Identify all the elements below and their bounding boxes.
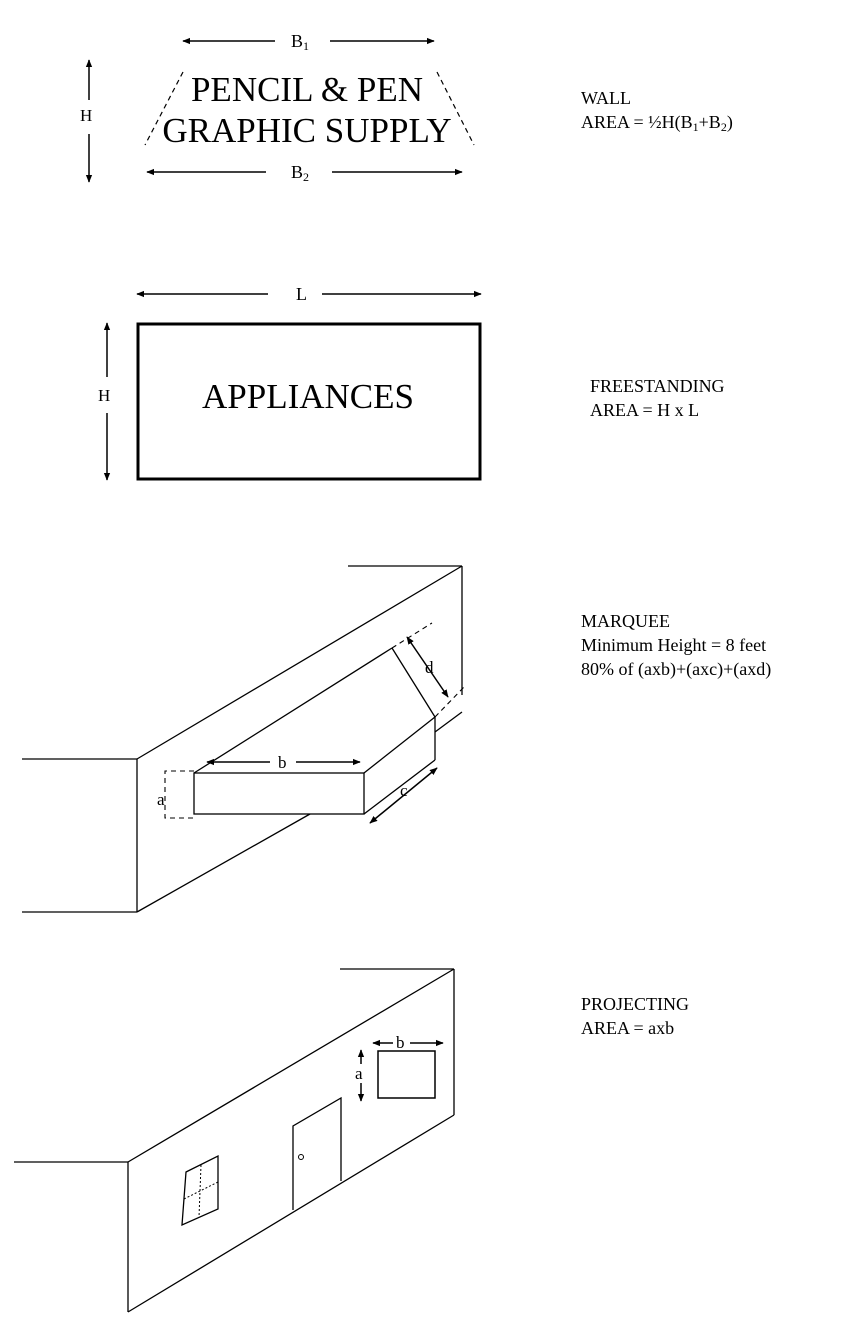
projecting-formula: AREA = axb bbox=[581, 1018, 675, 1038]
marquee-d-arrow bbox=[406, 636, 449, 698]
marquee-top-right-edge bbox=[363, 716, 436, 774]
freestanding-h-label: H bbox=[98, 386, 110, 405]
marquee-d-ext-top bbox=[391, 622, 433, 649]
projecting-window bbox=[181, 1154, 219, 1227]
wall-description: WALL AREA = ½H(B1+B2) bbox=[581, 86, 733, 139]
projecting-title: PROJECTING bbox=[581, 994, 690, 1014]
marquee-sign-diagram: a b c d bbox=[22, 565, 466, 913]
wall-sign-line1: PENCIL & PEN bbox=[191, 70, 423, 109]
freestanding-sign-diagram: L H APPLIANCES bbox=[98, 284, 482, 481]
marquee-c-label: c bbox=[400, 781, 408, 800]
wall-trapezoid-left-edge bbox=[144, 71, 184, 146]
marquee-b-label: b bbox=[278, 753, 287, 772]
projecting-description: PROJECTING AREA = axb bbox=[581, 992, 689, 1040]
marquee-top-back-edge bbox=[193, 647, 393, 774]
wall-formula: AREA = ½H(B1+B2) bbox=[581, 112, 733, 134]
projecting-sign-diagram: b a bbox=[14, 968, 455, 1313]
marquee-front-face bbox=[193, 772, 365, 815]
freestanding-description: FREESTANDING AREA = H x L bbox=[590, 374, 725, 422]
marquee-a-label: a bbox=[157, 790, 165, 809]
projecting-window-mullion-h bbox=[183, 1181, 219, 1200]
projecting-a-label: a bbox=[355, 1064, 363, 1083]
wall-b1-label: B1 bbox=[291, 31, 309, 53]
wall-trapezoid-right-edge bbox=[436, 71, 475, 146]
projecting-sign-box bbox=[377, 1050, 436, 1099]
projecting-building-baseline bbox=[127, 1114, 455, 1313]
wall-b2-label: B2 bbox=[291, 162, 309, 184]
freestanding-sign-box bbox=[136, 322, 482, 481]
marquee-formula: 80% of (axb)+(axc)+(axd) bbox=[581, 659, 772, 679]
marquee-building-roofline bbox=[136, 565, 463, 760]
freestanding-sign-text: APPLIANCES bbox=[202, 377, 414, 416]
marquee-a-dashed-box bbox=[164, 770, 194, 819]
marquee-building-baseline-far bbox=[434, 711, 463, 733]
marquee-building-baseline bbox=[136, 813, 311, 913]
marquee-d-label: d bbox=[425, 658, 434, 677]
projecting-window-mullion-v bbox=[198, 1164, 202, 1218]
wall-sign-diagram: B1 H PENCIL & PEN GRAPHIC SUPPLY B2 bbox=[80, 31, 475, 184]
freestanding-formula: AREA = H x L bbox=[590, 400, 700, 420]
wall-title: WALL bbox=[581, 88, 631, 108]
projecting-building-roofline bbox=[127, 968, 455, 1163]
freestanding-l-label: L bbox=[296, 284, 307, 304]
projecting-b-label: b bbox=[396, 1033, 405, 1052]
marquee-d-ext-bottom bbox=[434, 685, 466, 718]
freestanding-title: FREESTANDING bbox=[590, 376, 725, 396]
marquee-description: MARQUEE Minimum Height = 8 feet 80% of (… bbox=[581, 609, 771, 681]
projecting-door bbox=[292, 1096, 342, 1210]
wall-sign-line2: GRAPHIC SUPPLY bbox=[162, 111, 451, 150]
projecting-door-knob bbox=[298, 1154, 304, 1160]
marquee-title: MARQUEE bbox=[581, 611, 670, 631]
marquee-min-height: Minimum Height = 8 feet bbox=[581, 635, 767, 655]
wall-h-label: H bbox=[80, 106, 92, 125]
marquee-c-arrow bbox=[369, 767, 438, 824]
